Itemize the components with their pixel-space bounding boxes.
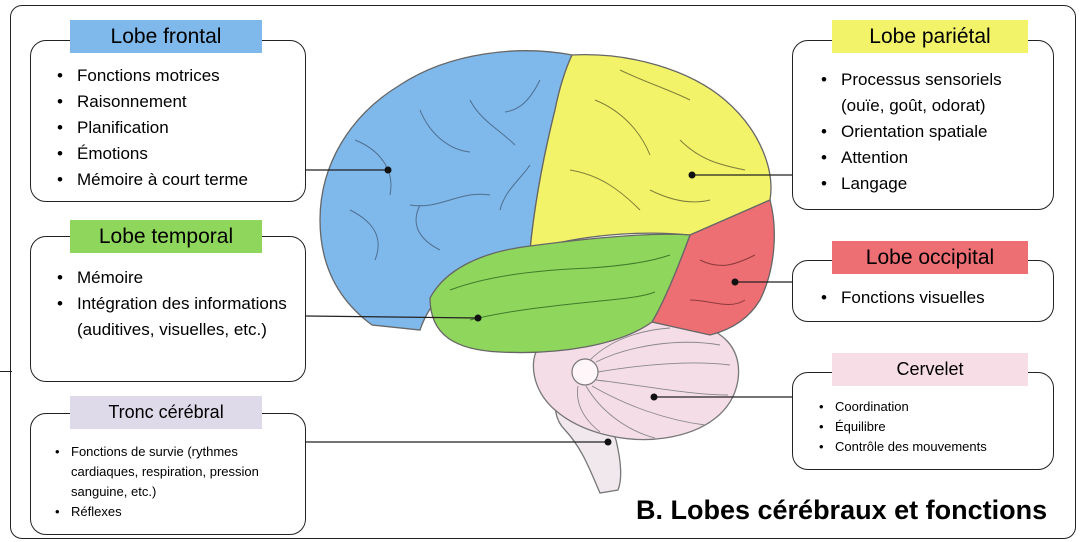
parietal-lobe-box: Processus sensoriels (ouïe, goût, odorat…: [792, 40, 1054, 210]
cerebellum-label: Cervelet: [832, 353, 1028, 386]
temporal-lobe-box: Mémoire Intégration des informations (au…: [30, 236, 306, 382]
list-item: Attention: [821, 145, 1043, 171]
list-item: Fonctions de survie (rythmes cardiaques,…: [55, 442, 297, 502]
frontal-lobe-box: Fonctions motrices Raisonnement Planific…: [30, 40, 306, 202]
brainstem-label: Tronc cérébral: [70, 396, 262, 429]
cerebellum-list: Coordination Équilibre Contrôle des mouv…: [809, 397, 1043, 457]
figure-caption: B. Lobes cérébraux et fonctions: [636, 495, 1048, 525]
frontal-lobe-label: Lobe frontal: [70, 20, 262, 53]
occipital-lobe-list: Fonctions visuelles: [815, 285, 1043, 311]
list-item: Émotions: [57, 141, 295, 167]
occipital-lobe-label: Lobe occipital: [832, 241, 1028, 274]
cerebellum-folds: [577, 327, 731, 439]
edge-line: [0, 371, 12, 372]
cerebellum-center: [571, 358, 599, 386]
brain-sulci: [349, 79, 541, 261]
list-item: Mémoire à court terme: [57, 167, 295, 193]
leader-lines: [305, 169, 792, 443]
leader-dots: [384, 166, 739, 446]
cerebellum-box: Coordination Équilibre Contrôle des mouv…: [792, 372, 1054, 470]
list-item: Fonctions motrices: [57, 63, 295, 89]
occipital-sulci: [689, 254, 756, 305]
brainstem-list: Fonctions de survie (rythmes cardiaques,…: [45, 442, 295, 522]
list-item: Équilibre: [819, 417, 1043, 437]
brainstem-box: Fonctions de survie (rythmes cardiaques,…: [30, 413, 306, 535]
frontal-lobe-list: Fonctions motrices Raisonnement Planific…: [51, 63, 295, 193]
list-item: Raisonnement: [57, 89, 295, 115]
parietal-lobe-shape: [529, 54, 772, 251]
list-item: Réflexes: [55, 502, 295, 522]
list-item: Fonctions visuelles: [821, 285, 1043, 311]
list-item: Planification: [57, 115, 295, 141]
temporal-lobe-label: Lobe temporal: [70, 220, 262, 253]
list-item: Orientation spatiale: [821, 119, 1043, 145]
list-item: Langage: [821, 171, 1043, 197]
list-item: Processus sensoriels (ouïe, goût, odorat…: [821, 67, 1046, 119]
list-item: Coordination: [819, 397, 1043, 417]
temporal-lobe-shape: [429, 233, 691, 354]
temporal-lobe-list: Mémoire Intégration des informations (au…: [51, 265, 295, 343]
figure-frame: [10, 5, 1076, 539]
list-item: Mémoire: [57, 265, 295, 291]
list-item: Contrôle des mouvements: [819, 437, 1043, 457]
list-item: Intégration des informations (auditives,…: [57, 291, 299, 343]
temporal-sulci: [449, 254, 671, 321]
parietal-sulci: [569, 69, 746, 211]
parietal-lobe-label: Lobe pariétal: [832, 20, 1028, 53]
parietal-lobe-list: Processus sensoriels (ouïe, goût, odorat…: [815, 67, 1043, 197]
